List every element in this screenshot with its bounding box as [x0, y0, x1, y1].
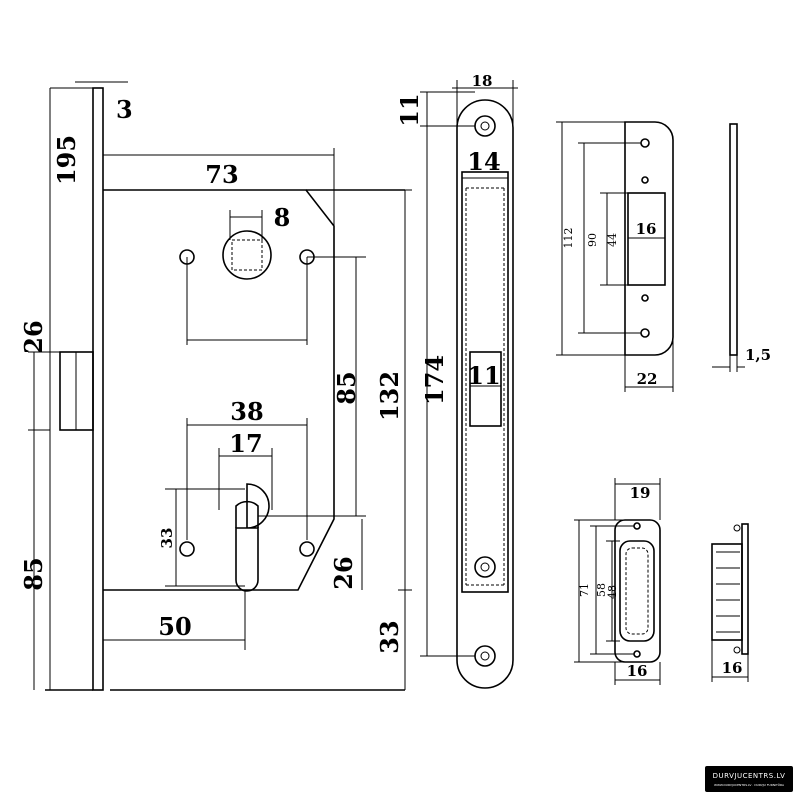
magnet-screw-bottom — [633, 650, 641, 658]
magnet-dimension-lines — [574, 478, 749, 685]
dim-body-height: 132 — [375, 371, 404, 421]
dim-corner-offset: 26 — [329, 556, 358, 589]
dim-total-height: 195 — [52, 135, 81, 185]
spindle-hub — [222, 230, 272, 280]
dim-backset-width: 73 — [205, 160, 238, 189]
main-dimension-lines — [28, 81, 412, 690]
strike-hole-2 — [641, 294, 649, 302]
dim-cylinder-width: 17 — [229, 429, 262, 458]
brand-tagline: WWW.DURVJUCENTRS.LV · DURVJU FURNITŪRA — [714, 782, 785, 787]
faceplate-screw-bottom — [474, 645, 496, 667]
screw-hole-lower-left — [179, 541, 195, 557]
dim-bolt-width: 11 — [467, 361, 500, 390]
deadbolt-opening — [469, 351, 502, 427]
dim-hole-spacing: 38 — [230, 397, 263, 426]
brand-name: DURVJUCENTRS.LV — [713, 772, 786, 780]
dim-spindle-square: 8 — [274, 203, 291, 232]
dim-bottom-offset: 33 — [375, 620, 404, 653]
magnetic-strike-view — [614, 519, 749, 663]
dim-strike-length: 112 — [562, 228, 575, 249]
dim-latch-width: 14 — [467, 147, 500, 176]
magnet-side-body — [711, 543, 743, 641]
dim-strike-opening: 44 — [606, 233, 619, 247]
lock-case-outline — [103, 189, 335, 591]
strike-hole-1 — [641, 176, 649, 184]
spindle-square — [231, 239, 263, 271]
magnet-screw-top — [633, 522, 641, 530]
strike-dimension-lines — [556, 121, 745, 392]
dim-strike-thickness: 1,5 — [745, 346, 771, 364]
strike-screw-bottom — [640, 328, 650, 338]
dim-strike-spacing: 90 — [586, 233, 599, 247]
faceplate-strip — [92, 87, 104, 691]
strike-opening — [627, 192, 666, 286]
dim-magnet-width: 19 — [630, 484, 651, 502]
dim-faceplate-length: 174 — [420, 355, 449, 405]
euro-cylinder-cutout — [235, 483, 270, 592]
faceplate-screw-mid — [474, 556, 496, 578]
dim-faceplate-top: 11 — [395, 93, 424, 126]
magnet-pocket — [619, 540, 655, 642]
screw-hole-lower-right — [299, 541, 315, 557]
faceplate-outline — [456, 99, 514, 689]
cylinder-cam — [235, 500, 259, 528]
brand-watermark: DURVJUCENTRS.LV WWW.DURVJUCENTRS.LV · DU… — [705, 766, 793, 792]
dim-magnet-pocket: 48 — [606, 585, 619, 599]
dim-faceplate-thickness: 3 — [116, 95, 133, 124]
dim-upper-offset: 26 — [19, 320, 48, 353]
dim-strike-width: 22 — [637, 370, 658, 388]
faceplate-front-view — [456, 99, 514, 689]
dim-faceplate-width: 18 — [472, 72, 493, 90]
strike-screw-top — [640, 138, 650, 148]
dim-strike-depth: 16 — [636, 220, 657, 238]
faceplate-screw-top — [474, 115, 496, 137]
dim-lower-offset: 85 — [19, 557, 48, 590]
dim-handle-to-cylinder: 85 — [332, 371, 361, 404]
strike-side-profile — [729, 123, 738, 356]
lock-body-view — [45, 87, 405, 691]
magnet-plate-outline — [614, 519, 661, 663]
dim-cylinder-height: 33 — [158, 528, 176, 549]
dim-magnet-side-depth: 16 — [722, 659, 743, 677]
dim-magnet-inner: 58 — [595, 583, 608, 597]
latch-opening — [461, 171, 509, 593]
faceplate-dimension-lines — [420, 80, 518, 657]
dim-magnet-depth: 16 — [627, 662, 648, 680]
dim-magnet-length: 71 — [578, 583, 591, 597]
dim-backset: 50 — [158, 612, 191, 641]
